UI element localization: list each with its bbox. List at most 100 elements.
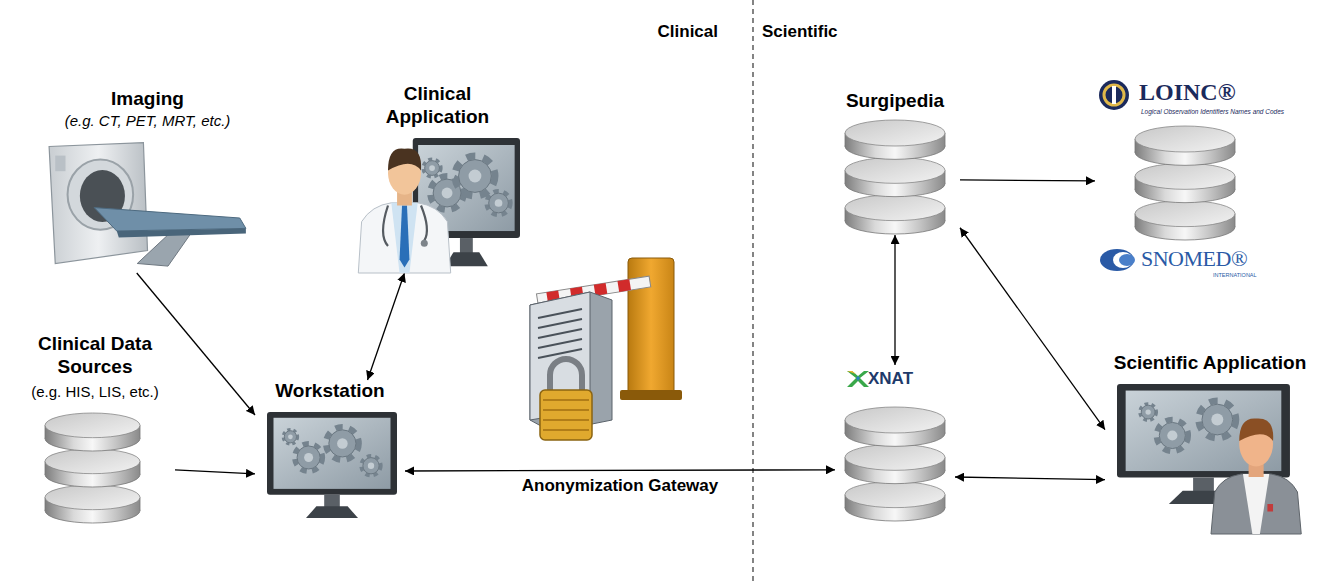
scientific-application: Scientific Application	[1105, 352, 1315, 537]
db-segment	[845, 195, 945, 234]
imaging-device: Imaging(e.g. CT, PET, MRT, etc.)	[40, 88, 255, 273]
icon-shape	[538, 349, 582, 358]
gear-body	[329, 430, 356, 457]
gear-hole	[1211, 414, 1223, 426]
icon-shape	[538, 319, 582, 328]
ct-gantry	[49, 143, 147, 264]
doctor-tie	[400, 206, 410, 268]
monitor-icon	[267, 412, 397, 518]
db-segment	[845, 120, 945, 159]
gear-body	[1141, 405, 1155, 419]
gear-hole	[304, 453, 313, 462]
node-icon	[835, 365, 955, 525]
connector-arrow	[960, 180, 1095, 181]
ct-bed	[94, 208, 246, 231]
db-segment	[45, 413, 140, 451]
stethoscope	[383, 206, 427, 247]
padlock-shackle	[550, 359, 582, 392]
db-top	[1135, 126, 1235, 152]
scientist-icon	[1117, 384, 1301, 534]
db-top	[1135, 201, 1235, 227]
db-top	[845, 444, 945, 470]
gear-teeth	[1156, 420, 1188, 452]
clinical-data-sources: Clinical Data Sources(e.g. HIS, LIS, etc…	[15, 333, 175, 523]
xnat-mark	[847, 371, 869, 387]
gear-teeth	[455, 156, 495, 196]
gear-body	[1202, 404, 1233, 435]
node-title: Scientific Application	[1105, 352, 1315, 375]
connector-arrow	[368, 273, 405, 380]
db-top	[45, 413, 140, 438]
db-segment	[845, 407, 945, 446]
gear-body	[297, 446, 320, 469]
gear-body	[459, 160, 492, 193]
gear-hole	[495, 199, 503, 207]
gear-teeth	[1199, 401, 1236, 438]
db-icon	[45, 413, 140, 523]
gear-teeth	[487, 191, 511, 215]
workstation: Workstation	[255, 380, 405, 520]
icon-shape	[538, 339, 582, 348]
icon-shape	[538, 309, 582, 318]
server-slots	[538, 309, 582, 358]
db-top	[45, 449, 140, 474]
gear-teeth	[361, 456, 381, 476]
monitor-base	[306, 506, 358, 518]
monitor-neck	[460, 238, 473, 253]
gear-body	[489, 193, 509, 213]
db-segment	[1135, 163, 1235, 202]
gear-hole	[368, 463, 374, 469]
gear-teeth	[283, 429, 298, 444]
connector-arrow	[894, 235, 895, 365]
monitor-neck	[1193, 478, 1214, 492]
loinc-emblem-bar	[1112, 86, 1116, 104]
node-title: XNAT	[868, 369, 913, 389]
db-top	[845, 195, 945, 221]
scientist-badge	[1267, 504, 1273, 512]
region-label: Clinical	[658, 22, 718, 42]
loinc-logo	[1099, 80, 1129, 110]
db-segment	[45, 449, 140, 487]
monitor-frame	[267, 412, 397, 495]
icon-shape	[538, 329, 582, 338]
scientist-hair	[1239, 418, 1273, 441]
monitor-neck	[324, 495, 340, 508]
db-segment	[1135, 201, 1235, 240]
node-title: Surgipedia	[830, 90, 960, 113]
database: Surgipedia	[830, 90, 960, 235]
icon-shape	[543, 429, 589, 431]
clinical-application: Clinical Application	[355, 83, 520, 273]
scientist-shirt	[1243, 474, 1269, 534]
doctor-icon	[358, 138, 520, 273]
barrier-stripe	[617, 279, 631, 292]
gear-teeth	[326, 427, 359, 460]
gear-hole	[469, 170, 482, 183]
ct-bed-edge	[117, 228, 246, 237]
database-icon	[845, 407, 945, 521]
icon-shape	[543, 409, 589, 411]
database-icon	[1135, 126, 1235, 240]
doctor-hair	[388, 149, 421, 171]
gear-body	[363, 458, 379, 474]
doctor-shirt	[391, 203, 417, 273]
db-top	[845, 120, 945, 146]
gear-teeth	[295, 443, 323, 471]
connector-arrow	[960, 228, 1105, 430]
loinc-emblem-ring	[1104, 85, 1124, 105]
gear-hole	[288, 434, 293, 439]
node-subtitle: SNOMED®	[1141, 246, 1247, 272]
ct-panel	[55, 156, 65, 172]
db-top	[1135, 163, 1235, 189]
connector-arrow	[955, 477, 1105, 480]
node-subtitle: INTERNATIONAL	[1213, 272, 1257, 279]
snomed-logo	[1100, 249, 1135, 271]
gear-hole	[442, 188, 453, 199]
db-icon	[845, 120, 945, 234]
gear-body	[284, 431, 296, 443]
xnat-logo	[847, 371, 869, 387]
icon-shape	[543, 399, 589, 401]
icon-shape	[543, 419, 589, 421]
gear-teeth	[423, 159, 441, 177]
